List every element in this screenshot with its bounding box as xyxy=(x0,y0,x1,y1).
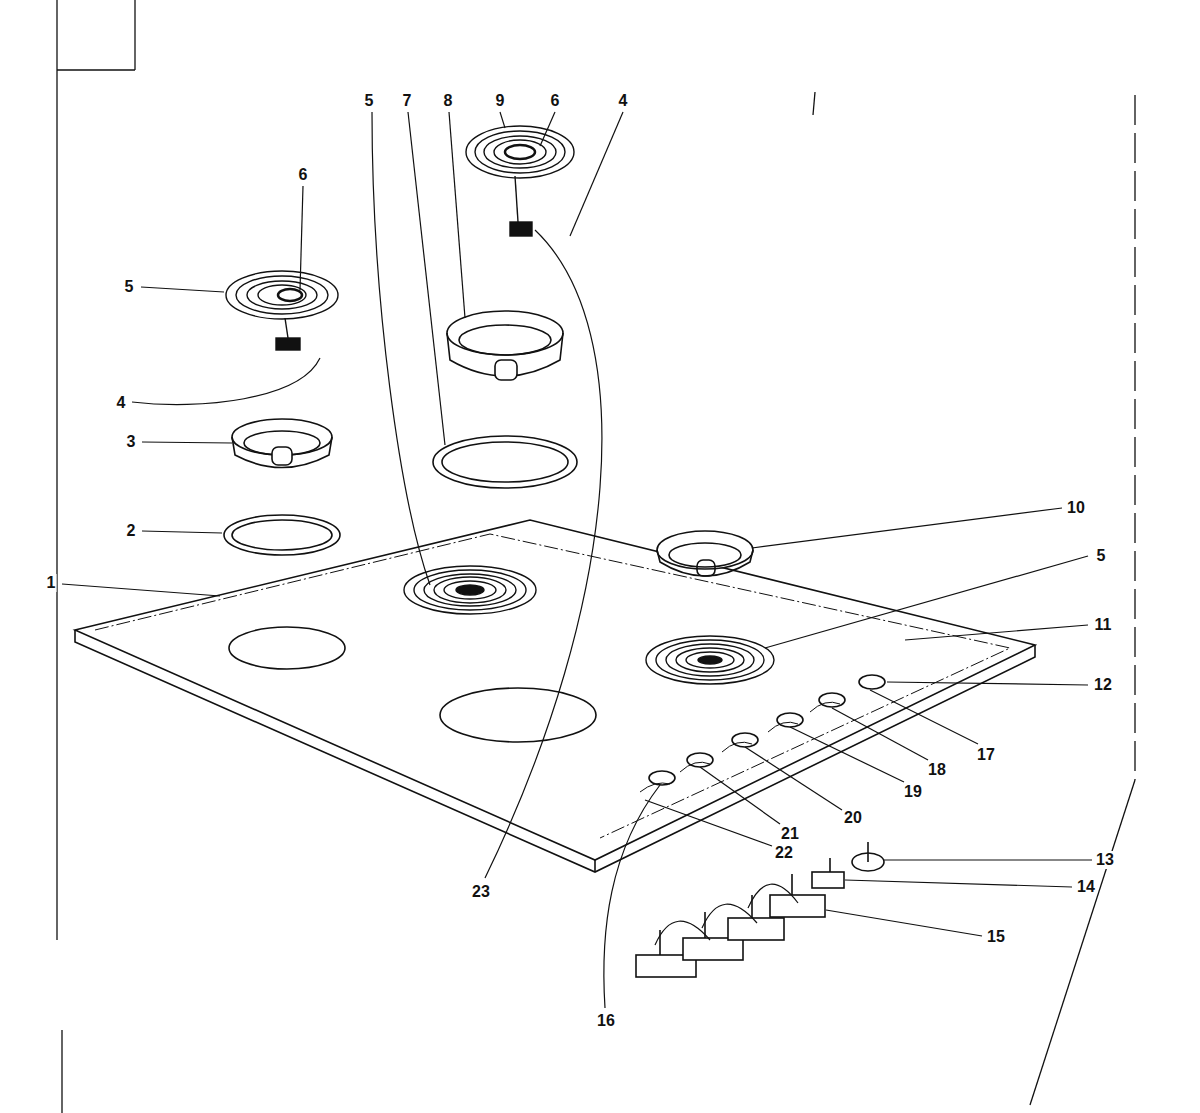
callout-number: 14 xyxy=(1076,878,1096,896)
callout-number: 5 xyxy=(124,278,135,296)
callout-number: 11 xyxy=(1094,616,1113,634)
callout-number: 17 xyxy=(976,746,996,764)
callout-number: 5 xyxy=(1096,547,1107,565)
drip-pan xyxy=(232,419,332,468)
callout-number: 5 xyxy=(364,92,375,110)
callout-number: 16 xyxy=(596,1012,616,1030)
callout-number: 23 xyxy=(471,883,491,901)
callout-number: 4 xyxy=(618,92,629,110)
callout-number: 21 xyxy=(780,825,800,843)
callout-number: 1 xyxy=(46,574,57,592)
trim-ring xyxy=(433,436,577,488)
callout-number: 15 xyxy=(986,928,1006,946)
callout-number: 9 xyxy=(495,92,506,110)
infinite-switches xyxy=(636,842,884,977)
cooktop-panel xyxy=(75,520,1035,872)
surface-coil xyxy=(226,271,338,350)
trim-ring xyxy=(224,515,340,555)
surface-coil xyxy=(466,126,574,236)
callout-number: 13 xyxy=(1095,851,1115,869)
callout-number: 10 xyxy=(1066,499,1086,517)
callout-number: 12 xyxy=(1093,676,1113,694)
installed-coil xyxy=(404,566,774,684)
callout-number: 19 xyxy=(903,783,923,801)
callout-number: 20 xyxy=(843,809,863,827)
drip-pan xyxy=(657,531,753,576)
callout-number: 8 xyxy=(443,92,454,110)
callout-number: 2 xyxy=(126,522,137,540)
callout-number: 7 xyxy=(402,92,413,110)
callout-number: 6 xyxy=(298,166,309,184)
control-knobs xyxy=(640,675,885,792)
leader-lines xyxy=(62,112,1092,1008)
callout-number: 4 xyxy=(116,394,127,412)
callout-number: 6 xyxy=(550,92,561,110)
drip-pan xyxy=(447,311,563,380)
callout-number: 22 xyxy=(774,844,794,862)
callout-number: 3 xyxy=(126,433,137,451)
callout-number: 18 xyxy=(927,761,947,779)
frame-lines xyxy=(57,0,1135,1113)
